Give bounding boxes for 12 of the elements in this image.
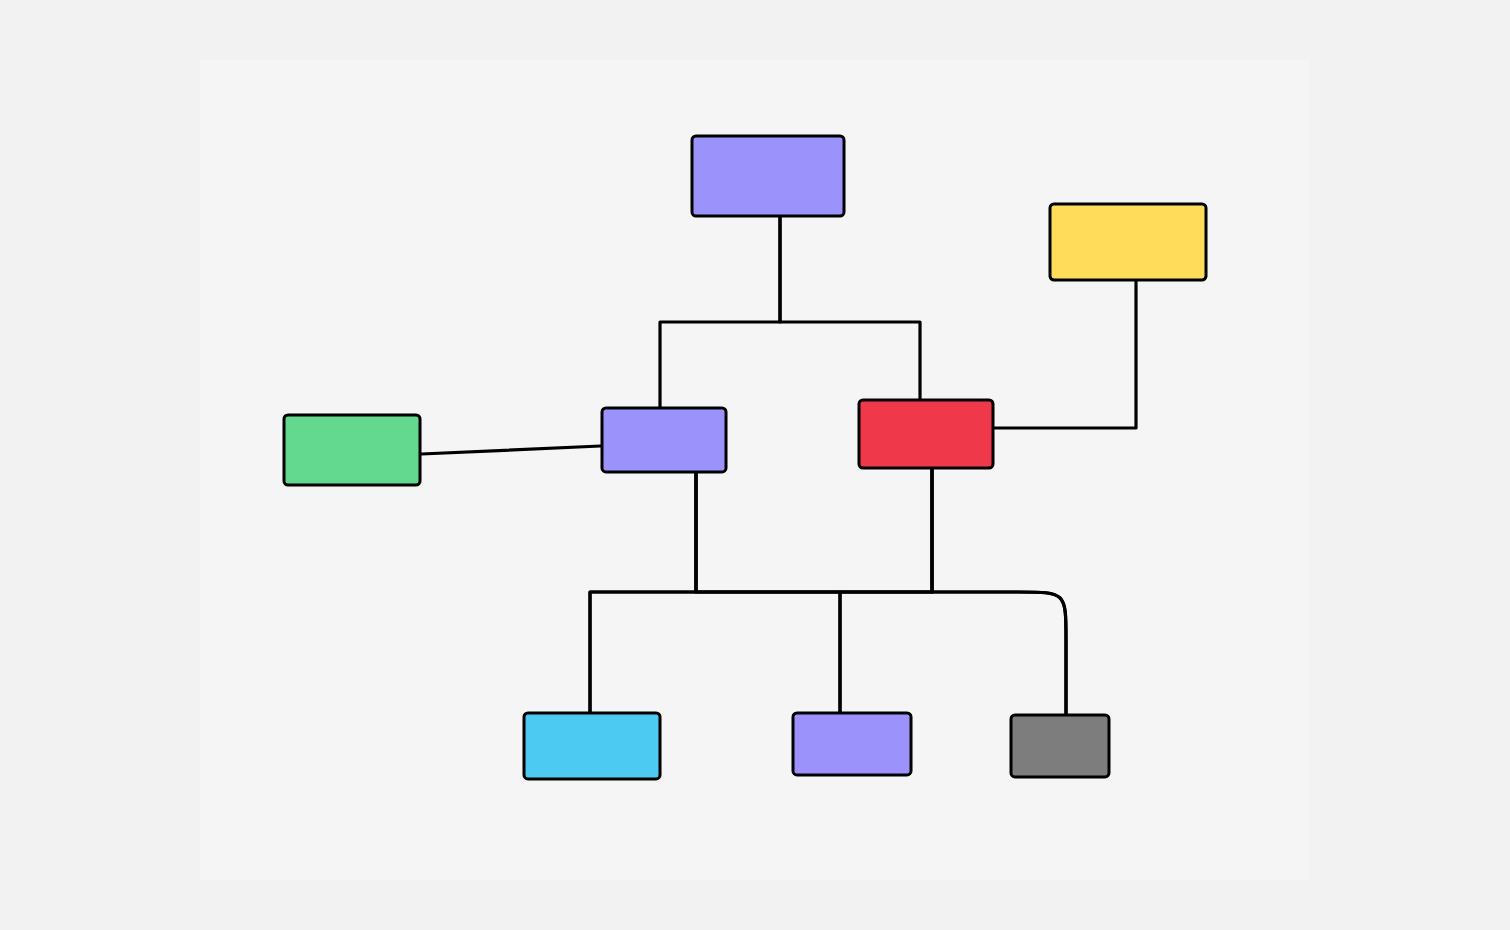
node-box	[690, 134, 846, 218]
connector-line	[930, 467, 1068, 716]
node-box	[600, 406, 728, 474]
node-box	[1048, 202, 1208, 282]
node-box	[1009, 713, 1111, 779]
node-box	[791, 711, 913, 777]
node-box	[522, 711, 662, 781]
connector-line	[419, 444, 603, 456]
node-box	[282, 413, 422, 487]
node-box	[857, 398, 995, 470]
connector-line	[778, 215, 922, 401]
connector-line	[992, 279, 1138, 430]
